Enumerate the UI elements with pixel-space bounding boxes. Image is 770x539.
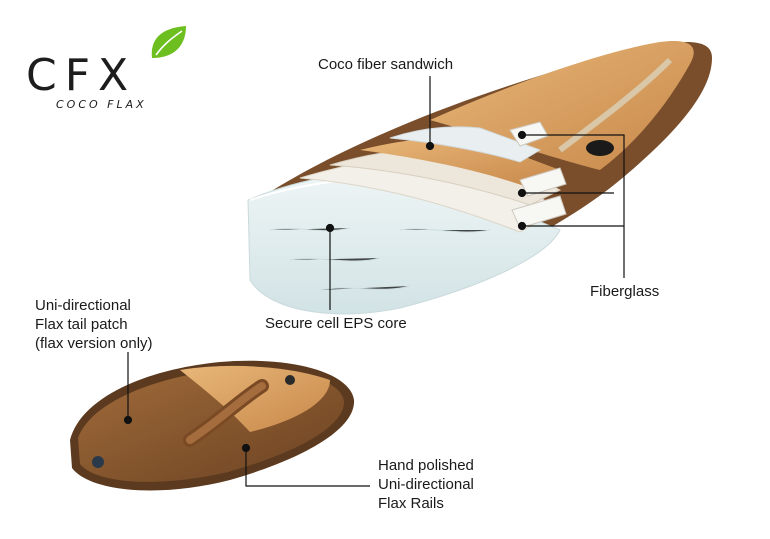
- tail-logo-disc: [285, 375, 295, 385]
- cfx-logo: [151, 26, 186, 58]
- leash-plug-icon: [92, 456, 104, 468]
- label-rails-3: Flax Rails: [378, 495, 444, 512]
- label-eps-core: Secure cell EPS core: [265, 315, 407, 332]
- label-rails-2: Uni-directional: [378, 476, 474, 493]
- label-fiberglass: Fiberglass: [590, 283, 660, 300]
- main-board-cutaway: [247, 40, 712, 315]
- label-rails-1: Hand polished: [378, 457, 474, 474]
- label-coco-fiber: Coco fiber sandwich: [318, 56, 454, 73]
- leader-fiberglass-top: [522, 134, 625, 278]
- label-tail-patch-3: (flax version only): [35, 335, 153, 352]
- label-tail-patch-1: Uni-directional: [35, 297, 131, 314]
- label-tail-patch-2: Flax tail patch: [35, 316, 128, 333]
- logo-wordmark: CFX: [26, 50, 137, 101]
- leader-lines: [123, 76, 625, 487]
- tail-board: [70, 360, 355, 491]
- board-logo-disc: [586, 140, 614, 156]
- logo-tagline: COCO FLAX: [56, 98, 147, 111]
- leader-rails: [245, 448, 370, 487]
